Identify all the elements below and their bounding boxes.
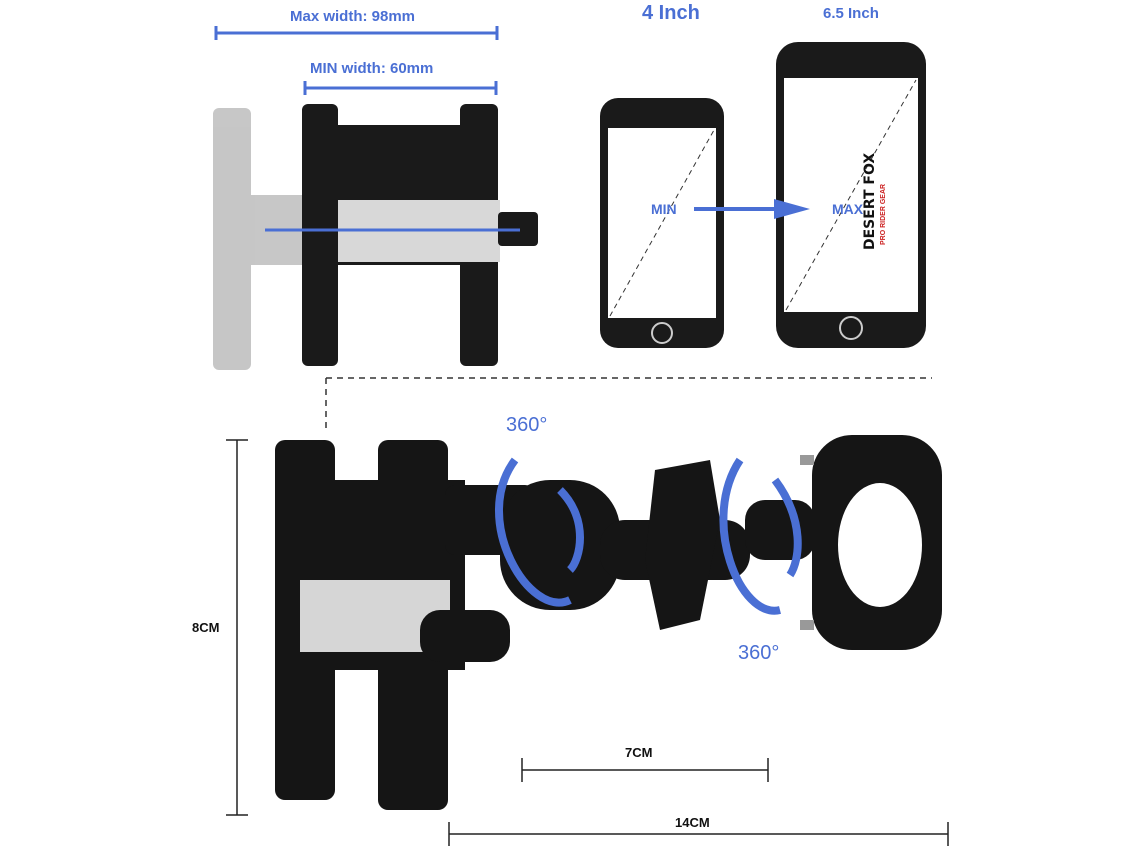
rotation-arrow-right xyxy=(719,457,802,615)
total-length-label: 14CM xyxy=(675,815,710,830)
max-width-line xyxy=(214,26,499,40)
rotation-arrow-left xyxy=(494,457,584,607)
small-phone-label: 4 Inch xyxy=(642,2,700,24)
phone-6-5-inch xyxy=(776,42,926,348)
total-length-line xyxy=(448,822,949,846)
min-width-label: MIN width: 60mm xyxy=(310,60,434,77)
min-to-max-arrow xyxy=(694,199,810,219)
brand-tagline: PRO RIDER GEAR xyxy=(880,183,887,245)
phone-4-inch xyxy=(600,98,724,348)
arm-length-label: 7CM xyxy=(625,745,653,760)
brand-logo: DESERT FOX xyxy=(862,152,878,250)
height-dimension-line xyxy=(226,439,248,816)
phone-holder xyxy=(275,440,535,810)
holder-top-view xyxy=(302,104,538,366)
max-label: MAX xyxy=(832,201,864,217)
min-label: MIN xyxy=(651,201,677,217)
handlebar-clamp xyxy=(800,435,942,650)
min-width-line xyxy=(303,81,498,95)
dashed-guide xyxy=(325,377,932,430)
mount-arm xyxy=(500,460,815,630)
rotation-label-right: 360° xyxy=(738,642,780,664)
large-phone-label: 6.5 Inch xyxy=(823,5,879,22)
height-label: 8CM xyxy=(192,620,220,635)
arm-length-line xyxy=(521,758,769,782)
rotation-label-left: 360° xyxy=(506,414,548,436)
max-width-label: Max width: 98mm xyxy=(290,8,416,25)
